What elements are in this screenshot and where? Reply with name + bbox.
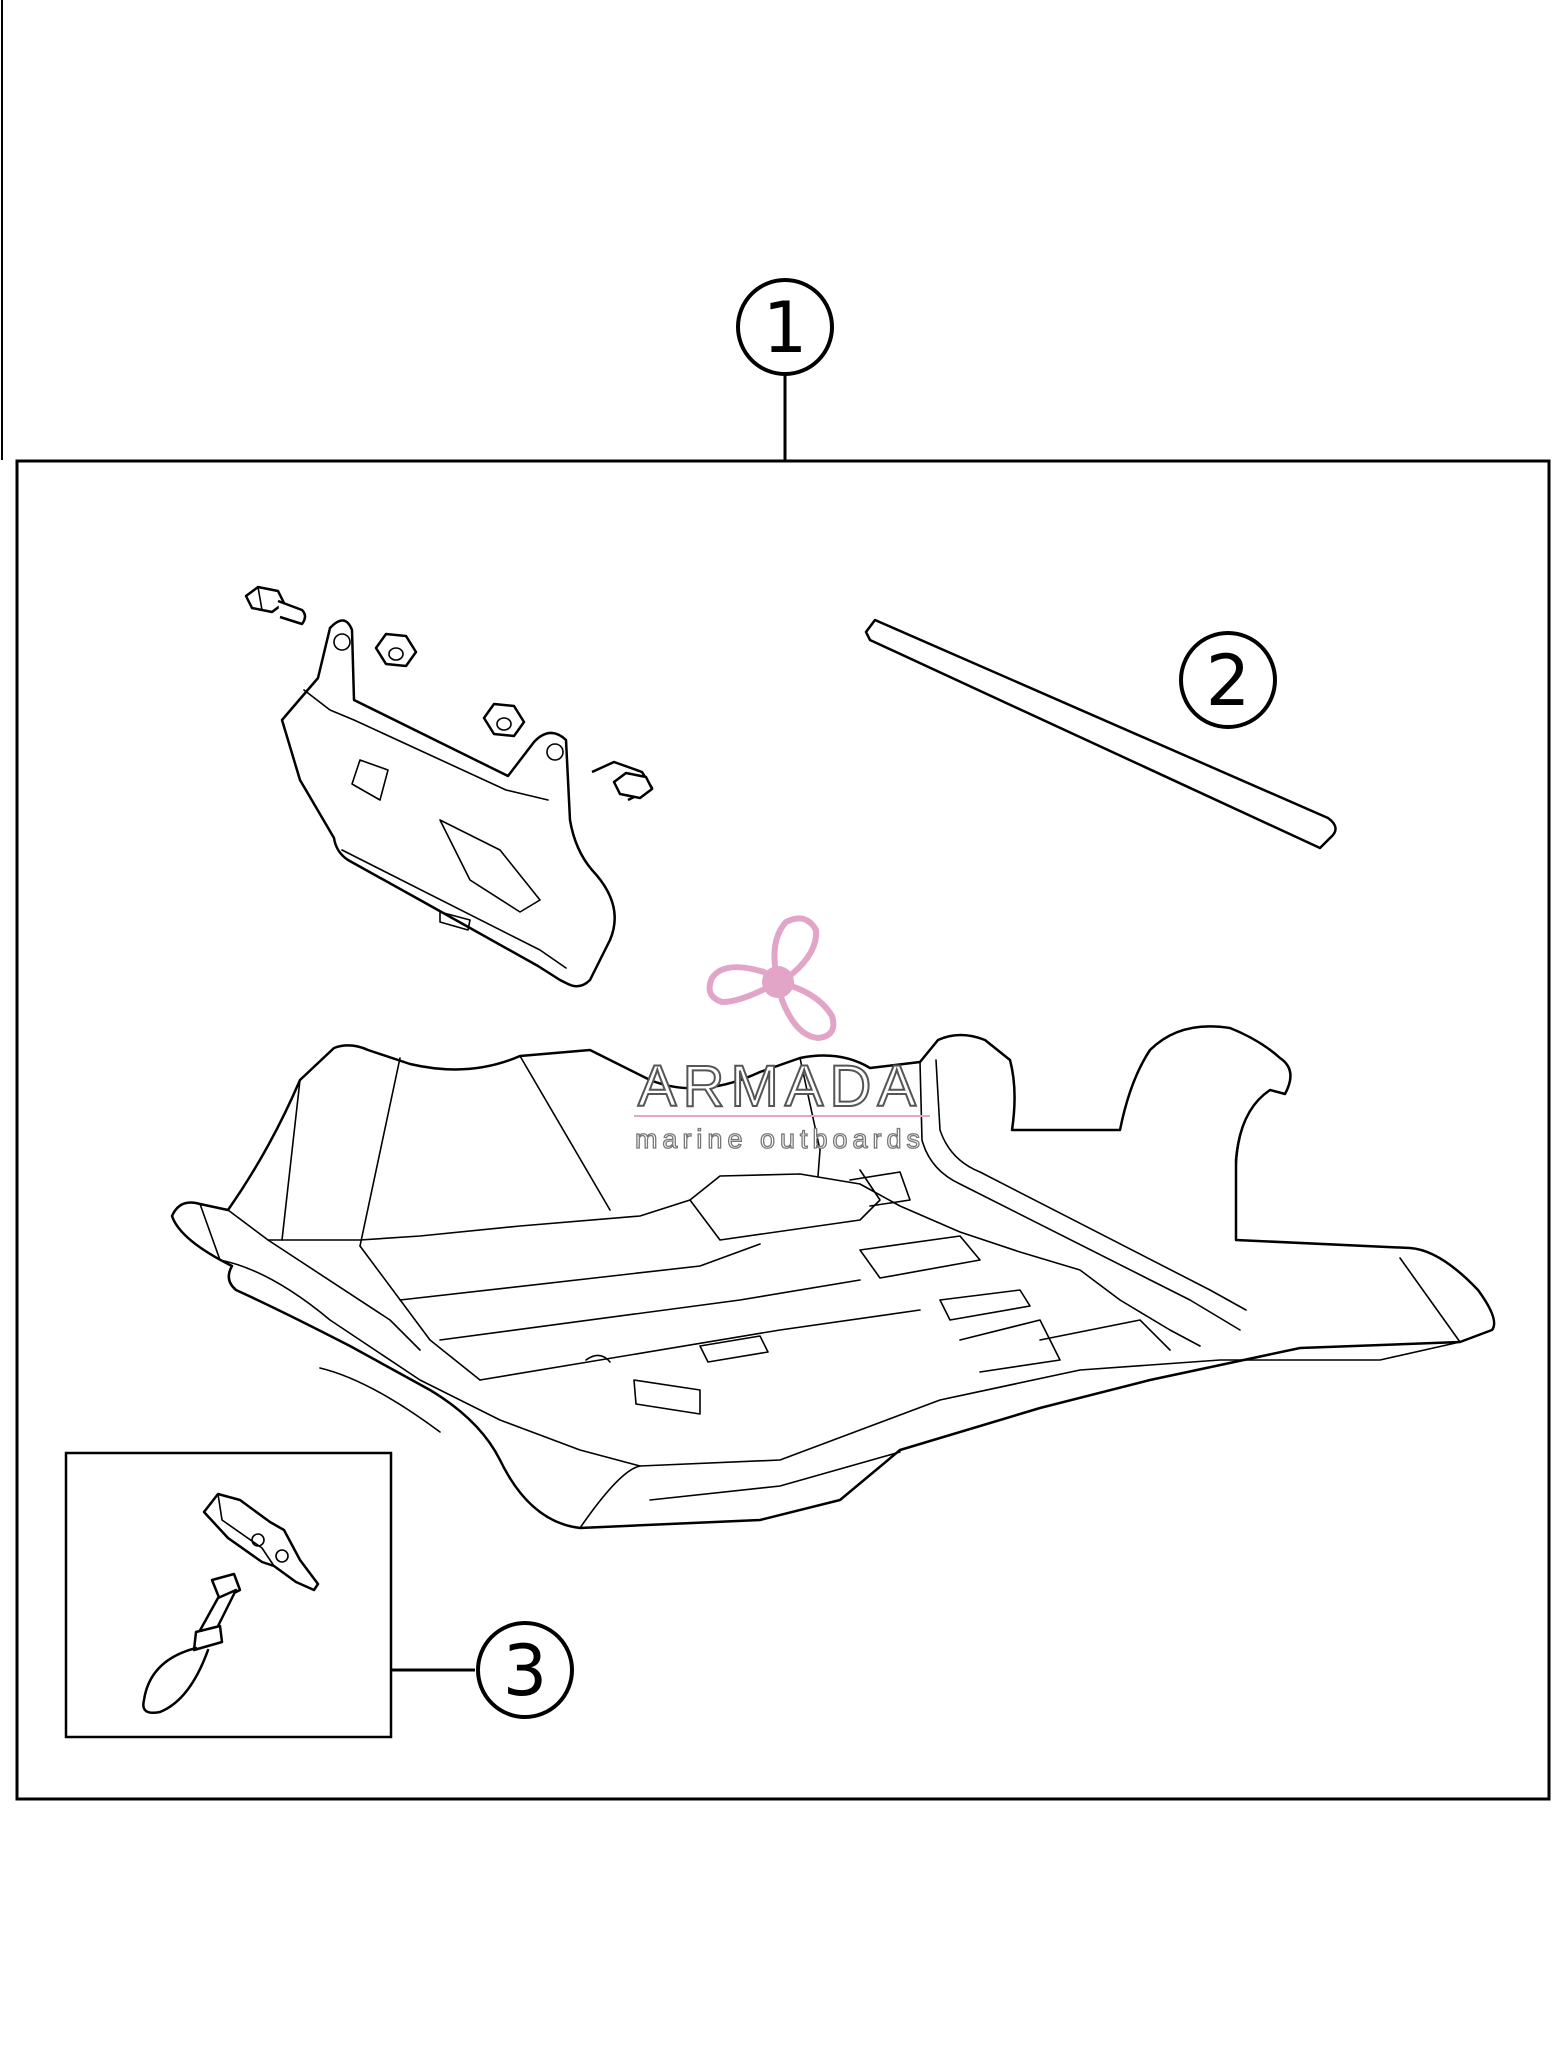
- callout-2: 2: [1179, 631, 1277, 729]
- callout-1: 1: [736, 278, 834, 461]
- nut-icon: [482, 702, 526, 738]
- callout-3-label: 3: [503, 1630, 548, 1712]
- bracket-plate: [280, 619, 616, 988]
- watermark: ARMADA marine outboards: [634, 915, 930, 1155]
- pin-icon: [142, 1572, 242, 1714]
- propeller-icon: [706, 915, 837, 1042]
- hardware-box: [64, 1451, 393, 1739]
- callout-2-label: 2: [1206, 640, 1251, 722]
- rubber-strip: [864, 618, 1337, 850]
- callout-1-label: 1: [763, 287, 808, 369]
- mounting-bracket-assembly: [244, 585, 654, 988]
- bolt-icon: [244, 585, 307, 626]
- kit-frame: [15, 459, 1551, 1801]
- callout-3: 3: [476, 1621, 574, 1719]
- bolt-icon: [591, 760, 654, 802]
- watermark-tagline: marine outboards: [635, 1124, 925, 1154]
- watermark-brand: ARMADA: [638, 1054, 922, 1119]
- skid-plate: [170, 1025, 1496, 1530]
- nut-icon: [374, 632, 418, 668]
- clip-icon: [202, 1492, 320, 1592]
